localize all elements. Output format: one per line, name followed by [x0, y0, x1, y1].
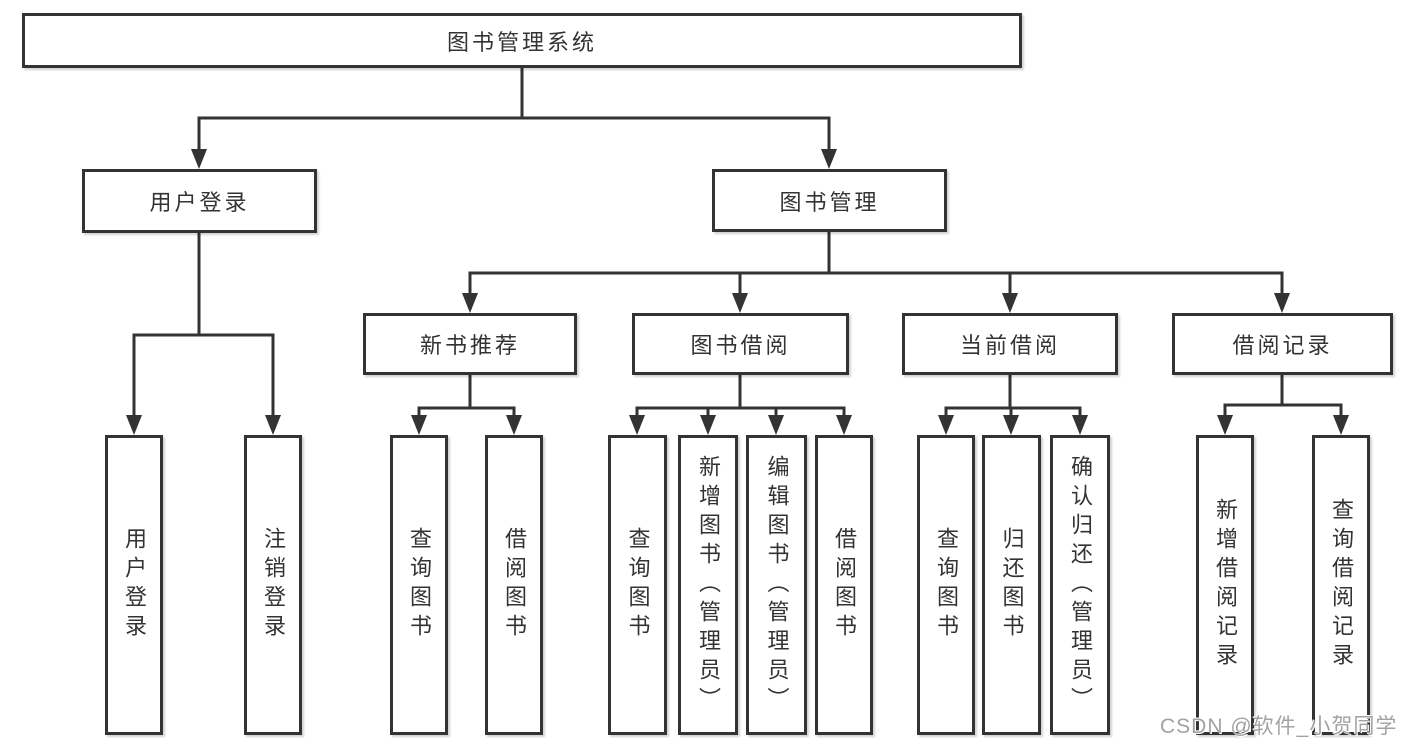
node-user-login-group: 用户登录	[82, 169, 317, 233]
connector-new-book-recommend-branch	[411, 373, 522, 435]
leaf-borrow-edit-books-admin: 编辑图书（管理员）	[746, 435, 807, 735]
leaf-current-confirm-return-admin: 确认归还（管理员）	[1050, 435, 1110, 735]
node-book-borrow: 图书借阅	[632, 313, 849, 375]
connector-current-borrow-branch	[938, 373, 1088, 435]
connector-user-login-branch	[126, 231, 281, 435]
leaf-records-query-record: 查询借阅记录	[1312, 435, 1370, 735]
connector-root-to-level2	[191, 66, 837, 169]
connector-book-management-branch	[462, 230, 1290, 313]
leaf-recommend-borrow-books: 借阅图书	[485, 435, 543, 735]
leaf-borrow-borrow-books: 借阅图书	[815, 435, 873, 735]
leaf-current-query-books: 查询图书	[917, 435, 975, 735]
leaf-current-return-books: 归还图书	[982, 435, 1041, 735]
node-current-borrow: 当前借阅	[902, 313, 1118, 375]
node-borrow-records: 借阅记录	[1172, 313, 1393, 375]
connector-borrow-records-branch	[1217, 373, 1349, 435]
connector-book-borrow-branch	[629, 373, 852, 435]
leaf-borrow-add-books-admin: 新增图书（管理员）	[678, 435, 738, 735]
leaf-recommend-query-books: 查询图书	[390, 435, 448, 735]
leaf-borrow-query-books: 查询图书	[608, 435, 667, 735]
leaf-user-login: 用户登录	[105, 435, 163, 735]
node-new-book-recommend: 新书推荐	[363, 313, 577, 375]
leaf-records-add-record: 新增借阅记录	[1196, 435, 1254, 735]
node-root-library-management-system: 图书管理系统	[22, 13, 1022, 68]
csdn-watermark: CSDN @软件_小贺同学	[1160, 715, 1398, 738]
node-book-management: 图书管理	[712, 169, 947, 232]
leaf-logout: 注销登录	[244, 435, 302, 735]
